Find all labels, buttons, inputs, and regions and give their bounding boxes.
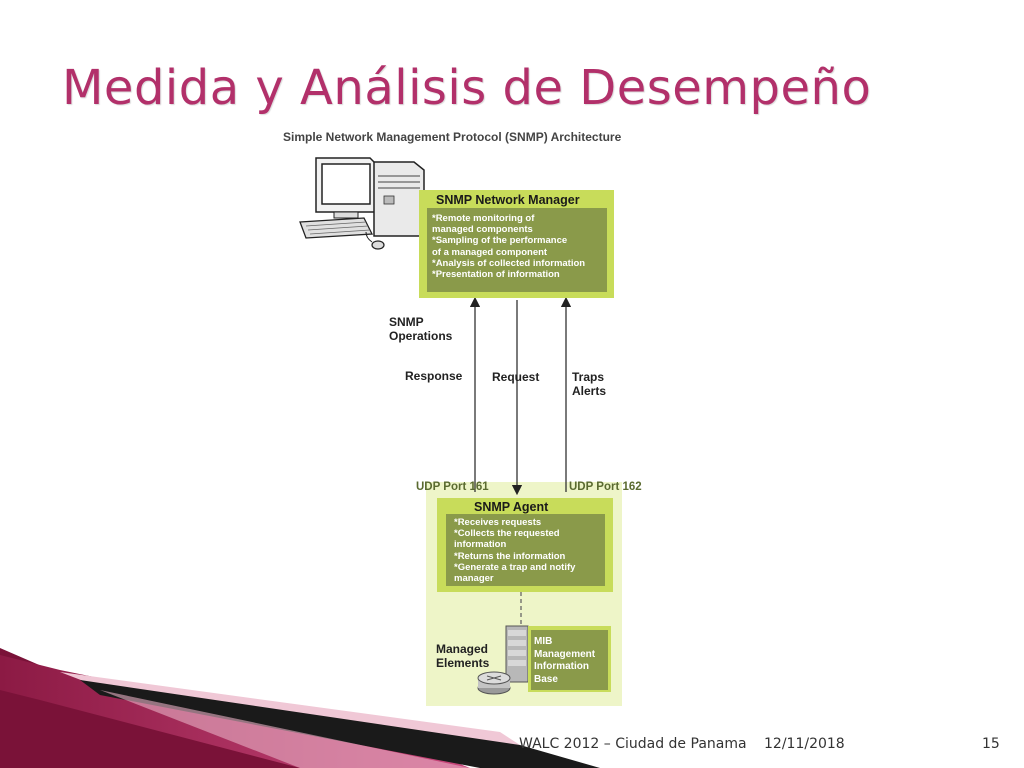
snmp-operations-line-2: Operations bbox=[389, 329, 453, 343]
agent-line: *Generate a trap and notify bbox=[454, 561, 576, 573]
udp-port-161-label: UDP Port 161 bbox=[416, 481, 489, 493]
mib-text: MIB Management Information Base bbox=[534, 636, 595, 686]
router-icon bbox=[477, 671, 511, 695]
footer-event: WALC 2012 – Ciudad de Panama bbox=[519, 736, 747, 752]
managed-text: Managed bbox=[436, 642, 489, 656]
udp-port-162-label: UDP Port 162 bbox=[569, 481, 642, 493]
response-label: Response bbox=[405, 369, 463, 383]
agent-line: manager bbox=[454, 573, 494, 585]
traps-alerts-label: Traps Alerts bbox=[572, 370, 606, 398]
page-number: 15 bbox=[982, 736, 1000, 752]
snmp-agent-functions: *Receives requests *Collects the request… bbox=[454, 517, 575, 584]
network-manager-heading: SNMP Network Manager bbox=[436, 193, 580, 207]
server-icon bbox=[505, 625, 529, 683]
snmp-operations-label: SNMP Operations bbox=[389, 315, 452, 343]
agent-line: *Collects the requested bbox=[454, 528, 560, 540]
agent-line: information bbox=[454, 539, 507, 551]
mib-line: MIB bbox=[534, 636, 553, 647]
snmp-agent-panel bbox=[446, 514, 605, 586]
diagram-title: Simple Network Management Protocol (SNMP… bbox=[283, 130, 622, 144]
network-manager-functions: *Remote monitoring of managed components… bbox=[432, 213, 585, 280]
agent-line: *Returns the information bbox=[454, 550, 566, 562]
snmp-agent-heading: SNMP Agent bbox=[474, 500, 549, 514]
managed-elements-label: Managed Elements bbox=[436, 642, 489, 670]
manager-line: *Presentation of information bbox=[432, 269, 560, 281]
mib-panel bbox=[531, 630, 608, 690]
manager-line: *Analysis of collected information bbox=[432, 257, 586, 269]
agent-line: *Receives requests bbox=[454, 517, 542, 528]
computer-icon bbox=[299, 157, 425, 250]
alerts-text: Alerts bbox=[572, 384, 607, 398]
snmp-operations-line-1: SNMP bbox=[389, 315, 424, 329]
manager-line: *Sampling of the performance bbox=[432, 235, 568, 247]
slide-title: Medida y Análisis de Desempeño bbox=[62, 60, 872, 116]
elements-text: Elements bbox=[436, 656, 490, 670]
traps-text: Traps bbox=[572, 370, 605, 384]
footer-date: 12/11/2018 bbox=[764, 736, 845, 752]
manager-line: of a managed component bbox=[432, 246, 548, 258]
mib-line: Management bbox=[534, 648, 596, 660]
request-label: Request bbox=[492, 370, 540, 384]
network-manager-panel bbox=[427, 208, 607, 292]
mib-line: Information bbox=[534, 661, 589, 672]
mib-line: Base bbox=[534, 673, 558, 685]
manager-line: *Remote monitoring of bbox=[432, 213, 535, 224]
manager-line: managed components bbox=[432, 224, 533, 236]
